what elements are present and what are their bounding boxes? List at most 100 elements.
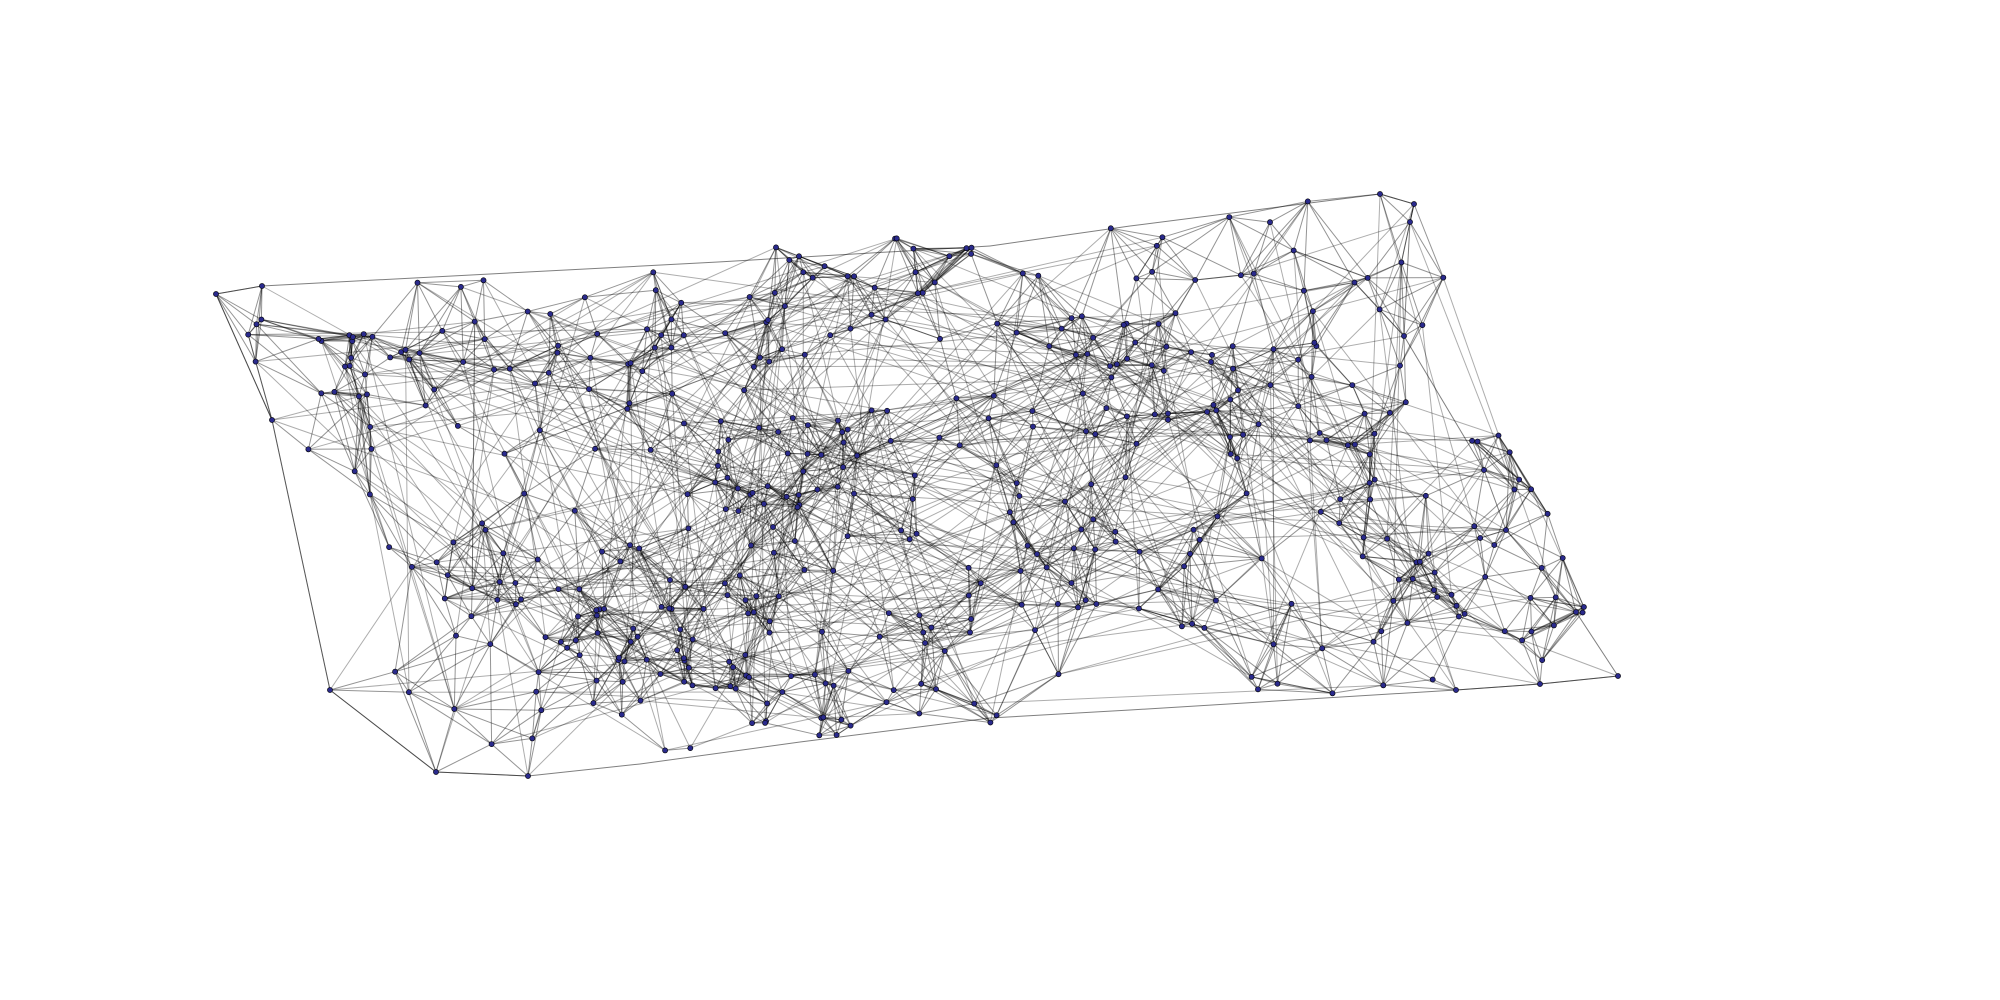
graph-edge	[1433, 572, 1436, 591]
graph-node	[1316, 430, 1323, 436]
graph-edge	[777, 431, 789, 454]
graph-edge	[661, 579, 671, 608]
graph-node	[506, 365, 513, 372]
graph-edge	[1230, 384, 1271, 400]
graph-edge	[818, 410, 888, 736]
graph-edge	[1273, 603, 1292, 645]
graph-edge	[1016, 337, 1094, 484]
graph-edge	[856, 312, 1176, 457]
graph-edge	[405, 282, 418, 350]
graph-node	[1240, 431, 1246, 438]
graph-edge	[577, 616, 581, 656]
graph-edge	[830, 334, 1231, 455]
graph-edge	[1369, 499, 1388, 539]
graph-node	[1124, 413, 1130, 420]
graph-edge	[1016, 273, 1024, 333]
graph-edge	[1116, 363, 1169, 421]
graph-edge	[914, 437, 940, 476]
graph-node	[1481, 467, 1487, 473]
graph-edge	[470, 302, 682, 617]
graph-edge	[934, 247, 967, 283]
graph-edge	[814, 432, 843, 675]
graph-edge	[1456, 576, 1486, 607]
graph-edge	[918, 683, 922, 714]
graph-edge	[1061, 328, 1077, 356]
graph-edge	[601, 551, 666, 751]
graph-edge	[597, 628, 634, 634]
graph-edge	[1105, 377, 1112, 409]
graph-edge	[411, 566, 457, 636]
graph-node	[1209, 351, 1215, 358]
graph-edge	[1217, 458, 1238, 517]
graph-edge	[463, 361, 510, 370]
graph-edge	[918, 614, 946, 652]
graph-edge	[390, 356, 631, 364]
graph-edge	[1362, 555, 1523, 641]
graph-edge	[1473, 489, 1515, 527]
graph-edge	[603, 608, 634, 629]
graph-edge	[411, 566, 446, 599]
graph-edge	[717, 465, 1020, 497]
graph-edge	[1479, 537, 1486, 577]
graph-edge	[744, 376, 1112, 391]
graph-node	[1431, 587, 1437, 593]
graph-node	[1120, 321, 1127, 328]
graph-edge	[743, 389, 834, 571]
graph-edge	[753, 322, 767, 367]
graph-edge	[1383, 679, 1433, 686]
graph-node	[681, 420, 687, 427]
graph-edge	[1020, 570, 1072, 584]
graph-edge	[354, 471, 371, 495]
graph-node	[518, 596, 524, 603]
graph-edge	[1075, 354, 1084, 394]
graph-edge	[1480, 529, 1507, 539]
graph-edge	[1228, 216, 1299, 407]
graph-edge	[1206, 411, 1238, 459]
graph-edge	[1081, 316, 1183, 627]
graph-edge	[782, 674, 816, 693]
graph-edge	[575, 616, 579, 641]
graph-node	[500, 550, 507, 557]
graph-edge	[1167, 351, 1192, 420]
graph-edge	[913, 248, 1096, 435]
graph-edge	[1362, 537, 1365, 557]
graph-edge	[650, 393, 673, 451]
graph-edge	[685, 586, 728, 596]
graph-node	[1159, 234, 1166, 241]
graph-node	[482, 527, 489, 533]
graph-edge	[917, 292, 941, 340]
graph-edge	[441, 330, 464, 363]
graph-edge	[419, 286, 462, 354]
graph-edge	[474, 321, 486, 340]
graph-edge	[531, 691, 537, 739]
graph-node	[1384, 535, 1390, 542]
graph-node	[1380, 682, 1387, 689]
graph-edge	[669, 429, 849, 581]
graph-node	[1402, 399, 1409, 406]
graph-edge	[1362, 262, 1402, 557]
graph-edge	[807, 431, 843, 455]
graph-edge	[974, 703, 997, 716]
graph-edge	[539, 352, 558, 431]
graph-edge	[758, 417, 793, 429]
graph-edge	[959, 433, 1096, 446]
graph-edge	[1364, 401, 1406, 415]
graph-edge	[996, 275, 1039, 324]
graph-edge	[1109, 365, 1414, 580]
graph-edge	[1236, 434, 1244, 459]
graph-edge	[913, 248, 1299, 407]
graph-node	[941, 648, 948, 654]
graph-edge	[803, 271, 1062, 330]
graph-edge	[484, 311, 528, 340]
graph-edge	[774, 259, 790, 294]
graph-edge	[1483, 469, 1515, 490]
graph-node	[398, 349, 404, 355]
graph-edge	[1229, 200, 1308, 218]
graph-edge	[308, 448, 371, 495]
graph-edge	[557, 588, 579, 617]
graph-edge	[1425, 495, 1436, 573]
graph-edge	[669, 607, 704, 610]
graph-node	[1397, 362, 1403, 369]
graph-edge	[802, 471, 818, 490]
graph-edge	[1230, 453, 1248, 494]
